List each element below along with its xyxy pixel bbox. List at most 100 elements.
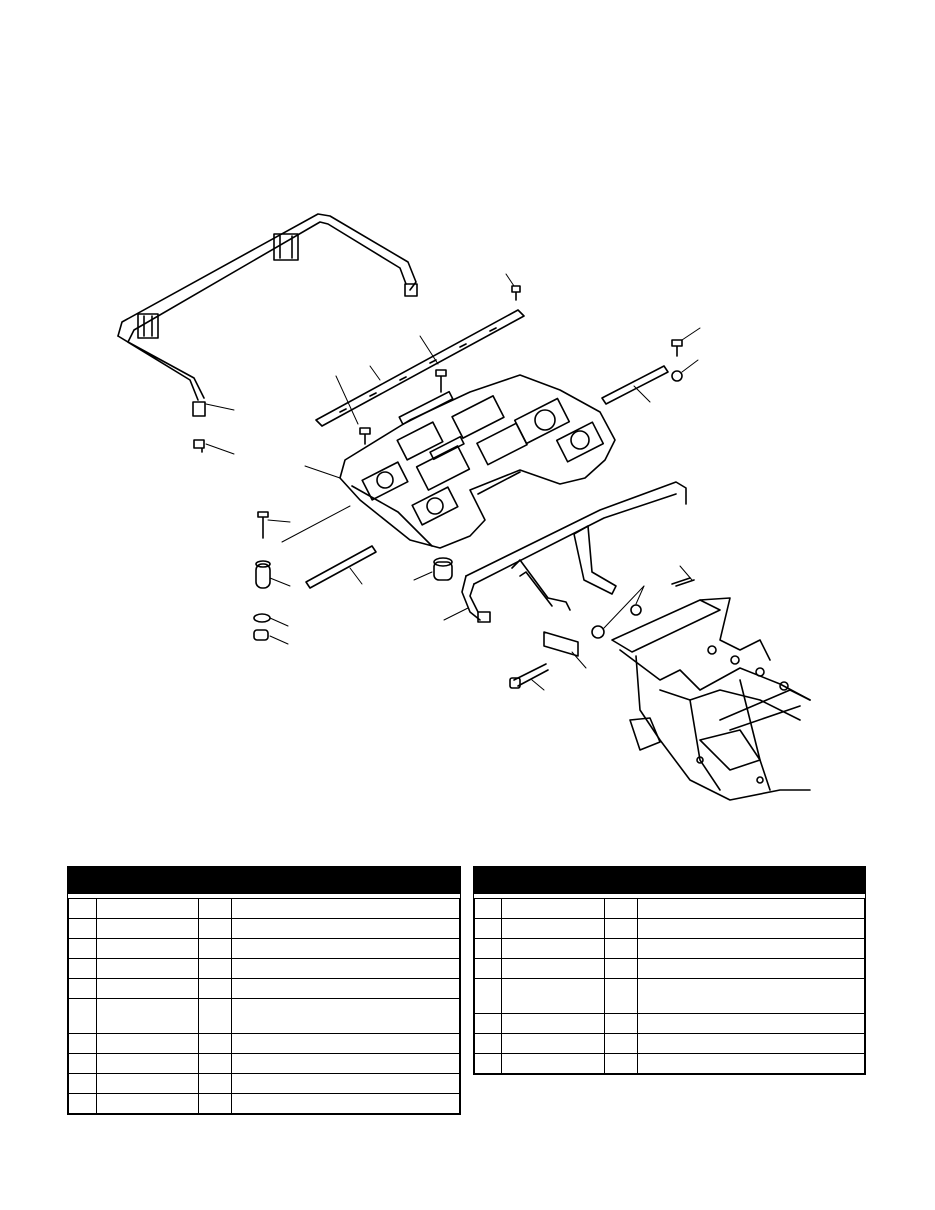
table-cell — [68, 998, 97, 1034]
table-cell — [231, 998, 460, 1034]
long-mounting-strip — [315, 309, 525, 427]
table-cell — [198, 998, 232, 1034]
table-cell — [637, 918, 865, 939]
table-cell — [474, 918, 502, 939]
parts-list-header-left — [68, 867, 460, 894]
table-row — [474, 1013, 865, 1034]
exploded-parts-diagram — [117, 213, 811, 801]
table-cell — [501, 958, 605, 979]
table-cell — [68, 1053, 97, 1074]
table-cell — [231, 978, 460, 999]
table-cell — [231, 938, 460, 959]
table-cell — [604, 958, 638, 979]
table-cell — [604, 1013, 638, 1034]
table-cell — [96, 938, 199, 959]
table-cell — [231, 918, 460, 939]
table-row — [68, 938, 460, 959]
table-cell — [637, 1053, 865, 1074]
table-cell — [68, 958, 97, 979]
table-row — [68, 898, 460, 919]
parts-list-table-left — [67, 866, 461, 1115]
table-row — [68, 978, 460, 999]
table-cell — [474, 1033, 502, 1054]
parts-list-grid-right — [474, 898, 865, 1074]
table-row — [474, 1033, 865, 1054]
table-cell — [68, 938, 97, 959]
table-cell — [96, 998, 199, 1034]
table-cell — [501, 898, 605, 919]
table-cell — [231, 958, 460, 979]
table-cell — [96, 898, 199, 919]
short-strip-right — [601, 365, 669, 405]
table-cell — [198, 898, 232, 919]
table-cell — [637, 898, 865, 919]
table-cell — [604, 898, 638, 919]
table-cell — [96, 978, 199, 999]
table-cell — [198, 978, 232, 999]
table-cell — [231, 898, 460, 919]
table-cell — [501, 918, 605, 939]
table-cell — [231, 1073, 460, 1094]
table-row — [68, 1093, 460, 1114]
table-row — [68, 1073, 460, 1094]
table-cell — [637, 1033, 865, 1054]
table-row — [474, 978, 865, 1014]
table-row — [68, 998, 460, 1034]
hardware — [193, 285, 695, 689]
table-cell — [68, 1073, 97, 1094]
vehicle-frame — [611, 597, 811, 801]
table-cell — [474, 938, 502, 959]
parts-list-table-right — [473, 866, 866, 1075]
table-cell — [501, 938, 605, 959]
upper-rail — [117, 213, 418, 417]
table-cell — [474, 978, 502, 1014]
table-cell — [198, 1053, 232, 1074]
table-row — [474, 938, 865, 959]
table-row — [68, 918, 460, 939]
short-strip-left — [305, 545, 377, 589]
table-cell — [637, 978, 865, 1014]
table-cell — [501, 978, 605, 1014]
table-cell — [198, 1073, 232, 1094]
table-cell — [198, 1093, 232, 1114]
table-cell — [474, 1013, 502, 1034]
table-cell — [501, 1053, 605, 1074]
table-cell — [474, 898, 502, 919]
table-cell — [198, 1033, 232, 1054]
table-cell — [501, 1013, 605, 1034]
table-cell — [96, 1093, 199, 1114]
table-cell — [604, 918, 638, 939]
table-cell — [198, 958, 232, 979]
table-row — [68, 1033, 460, 1054]
table-cell — [637, 938, 865, 959]
rack-platform — [339, 374, 616, 549]
table-cell — [96, 1073, 199, 1094]
table-cell — [96, 1033, 199, 1054]
table-cell — [637, 1013, 865, 1034]
table-cell — [637, 958, 865, 979]
table-row — [68, 958, 460, 979]
table-cell — [68, 898, 97, 919]
table-row — [474, 958, 865, 979]
table-row — [474, 898, 865, 919]
table-cell — [96, 958, 199, 979]
table-cell — [198, 918, 232, 939]
table-cell — [604, 1033, 638, 1054]
table-cell — [96, 918, 199, 939]
table-cell — [604, 938, 638, 959]
table-cell — [474, 958, 502, 979]
table-cell — [68, 978, 97, 999]
table-cell — [198, 938, 232, 959]
table-row — [474, 1053, 865, 1074]
lower-support-rail — [461, 481, 687, 623]
table-row — [474, 918, 865, 939]
parts-list-header-right — [474, 867, 865, 894]
parts-list-grid-left — [68, 898, 460, 1114]
table-cell — [96, 1053, 199, 1074]
leader-lines — [205, 273, 701, 691]
table-cell — [68, 1093, 97, 1114]
table-cell — [68, 1033, 97, 1054]
table-cell — [474, 1053, 502, 1074]
table-cell — [604, 1053, 638, 1074]
table-cell — [604, 978, 638, 1014]
